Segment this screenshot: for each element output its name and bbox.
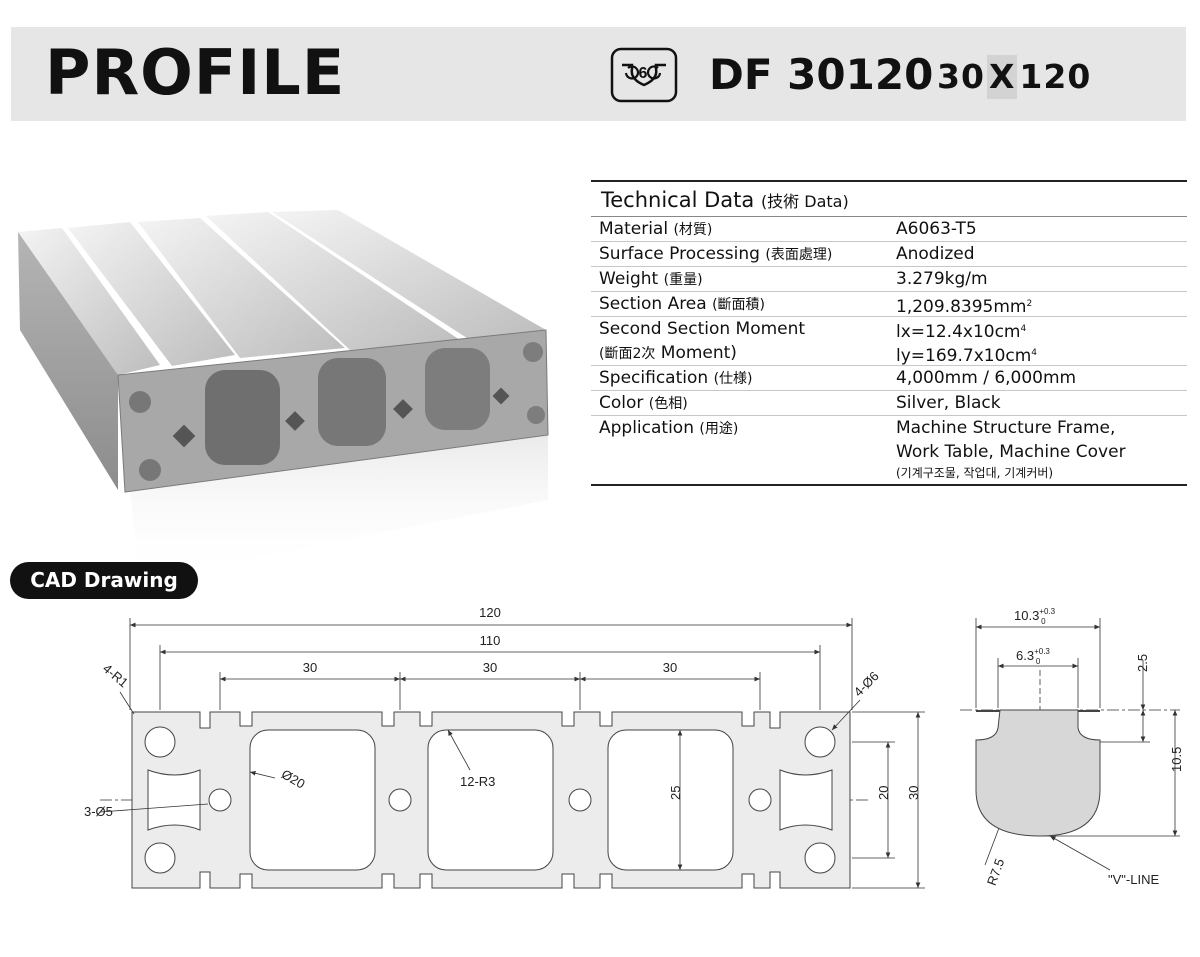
spec-label: Application (599, 418, 694, 438)
slot-top-tol-upper: +0.3 (1039, 607, 1055, 616)
spec-label-sub: (材質) (673, 222, 713, 238)
technical-title-sub: (技術 Data) (760, 192, 849, 211)
cad-drawing-badge: CAD Drawing (10, 562, 198, 599)
spec-value-2: ly=169.7x10cm (896, 346, 1032, 366)
spec-row-specification: Specification (仕様) 4,000mm / 6,000mm (591, 366, 1187, 391)
dim-core-holes: 3-Ø5 (84, 804, 113, 819)
dim-corner-radius: 4-R1 (100, 661, 131, 691)
spec-value: 1,209.8395mm (896, 297, 1027, 317)
cad-drawing: 120 110 30 30 30 4-R1 4-Ø6 3-Ø5 Ø20 12-R… (84, 605, 1184, 889)
spec-label: Color (599, 393, 644, 413)
spec-value: 4,000mm / 6,000mm (896, 368, 1077, 388)
spec-row-moment: Second Section Moment (斷面2次 Moment) lx=1… (591, 317, 1187, 366)
spec-value-sup: 4 (1020, 324, 1027, 334)
dim-height: 30 (906, 786, 921, 800)
spec-value-3: (기계구조물, 작업대, 기계커버) (896, 466, 1054, 480)
dim-total-width: 120 (479, 605, 501, 620)
dim-cavity-height: 25 (668, 786, 683, 800)
aluminum-profile-3d-render (18, 210, 549, 580)
technical-data-title: Technical Data (技術 Data) (591, 182, 1187, 217)
technical-data-table: Technical Data (技術 Data) Material (材質) A… (591, 180, 1187, 486)
spec-row-surface: Surface Processing (表面處理) Anodized (591, 242, 1187, 267)
spec-label: Specification (599, 368, 709, 388)
size-width: 30 (937, 57, 985, 96)
spec-label: Weight (599, 269, 659, 289)
slot-v-line: "V"-LINE (1108, 872, 1159, 887)
dim-slot-pitch-3: 30 (663, 660, 677, 675)
spec-value: Machine Structure Frame, (896, 418, 1116, 438)
slot-lip: 2.5 (1135, 654, 1150, 672)
size-separator: X (986, 55, 1018, 99)
spec-label-sub: (斷面積) (712, 297, 766, 313)
dim-slot-pitch-2: 30 (483, 660, 497, 675)
spec-label: Section Area (599, 294, 707, 314)
spec-label-sub: (斷面2次 (599, 346, 656, 362)
spec-label-sub: (重量) (663, 272, 703, 288)
model-number: DF 30120 (709, 50, 934, 99)
slot-top-width-value: 10.3 (1014, 608, 1039, 623)
spec-row-section-area: Section Area (斷面積) 1,209.8395mm2 (591, 292, 1187, 317)
dim-slot-pitch-1: 30 (303, 660, 317, 675)
spec-value-sup: 2 (1026, 299, 1033, 309)
dim-corner-holes: 4-Ø6 (851, 668, 882, 699)
slot-neck-tol-upper: +0.3 (1034, 647, 1050, 656)
dim-arc-radius: 12-R3 (460, 774, 495, 789)
dim-hole-pitch-v: 20 (876, 786, 891, 800)
spec-row-color: Color (色相) Silver, Black (591, 391, 1187, 416)
spec-label: Material (599, 219, 669, 239)
spec-label: Surface Processing (599, 244, 760, 264)
slot-6-icon: 6 (610, 47, 678, 103)
dim-hole-pitch: 110 (480, 633, 501, 648)
spec-value: Anodized (896, 244, 975, 264)
spec-label-sub: (色相) (648, 396, 688, 412)
spec-label-sub: (用途) (699, 421, 739, 437)
spec-label-2: Moment) (660, 343, 737, 363)
spec-row-weight: Weight (重量) 3.279kg/m (591, 267, 1187, 292)
spec-value: Silver, Black (896, 393, 1001, 413)
slot-depth: 10.5 (1169, 747, 1184, 772)
slot-neck-tol-lower: 0 (1036, 657, 1041, 666)
slot-neck-width-value: 6.3 (1016, 648, 1034, 663)
spec-value-2: Work Table, Machine Cover (896, 442, 1126, 462)
spec-row-material: Material (材質) A6063-T5 (591, 217, 1187, 242)
technical-title: Technical Data (601, 188, 755, 212)
spec-label-sub: (表面處理) (765, 247, 833, 263)
spec-row-application: Application (用途) Machine Structure Frame… (591, 416, 1187, 484)
spec-value: 3.279kg/m (896, 269, 988, 289)
slot-top-tol-lower: 0 (1041, 617, 1046, 626)
svg-text:6: 6 (639, 65, 648, 82)
slot-profile-shape (975, 709, 1101, 837)
spec-value: A6063-T5 (896, 219, 977, 239)
slot-radius: R7.5 (984, 857, 1007, 888)
spec-value-2-sup: 4 (1031, 348, 1038, 358)
spec-label-sub: (仕様) (713, 371, 753, 387)
spec-value: lx=12.4x10cm (896, 322, 1021, 342)
size-length: 120 (1019, 57, 1092, 96)
spec-label: Second Section Moment (599, 319, 806, 339)
page-title: PROFILE (45, 36, 346, 109)
